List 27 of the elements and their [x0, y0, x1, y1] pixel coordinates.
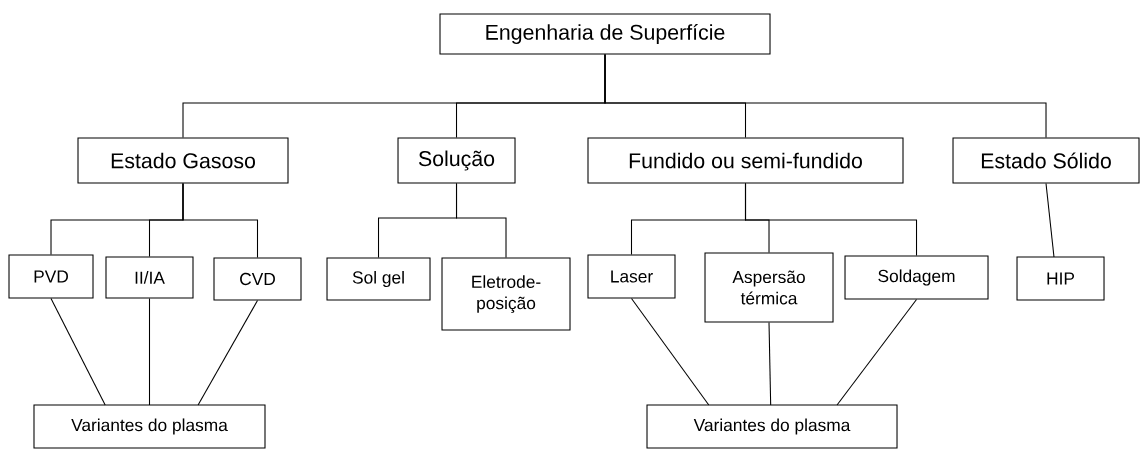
- category-box: Estado Sólido: [952, 137, 1140, 184]
- category-box: Estado Gasoso: [77, 137, 289, 184]
- connector-line: [197, 300, 259, 406]
- category-box: HIP: [1016, 256, 1105, 301]
- category-box: Eletrode- posição: [441, 257, 571, 331]
- connector-line: [768, 322, 772, 406]
- connector-line: [836, 299, 918, 406]
- connector-line: [744, 183, 918, 256]
- category-box: Variantes do plasma: [646, 404, 898, 449]
- category-box: Solução: [397, 137, 516, 184]
- category-box: CVD: [213, 257, 302, 301]
- category-box: Sol gel: [326, 257, 431, 301]
- category-box: Variantes do plasma: [33, 404, 266, 449]
- connector-line: [456, 183, 507, 258]
- category-box: Aspersão térmica: [704, 252, 834, 323]
- category-box: II/IA: [105, 256, 194, 299]
- connector-line: [182, 183, 259, 258]
- title-box: Engenharia de Superfície: [439, 13, 771, 55]
- category-box: Soldagem: [844, 255, 989, 300]
- category-box: Laser: [587, 254, 676, 299]
- category-box: Fundido ou semi-fundido: [587, 137, 904, 184]
- category-box: PVD: [8, 254, 94, 299]
- connector-line: [148, 298, 151, 406]
- connector-line: [1045, 183, 1055, 258]
- connector-line: [630, 298, 710, 406]
- connector-line: [604, 54, 1047, 138]
- connector-line: [50, 298, 106, 406]
